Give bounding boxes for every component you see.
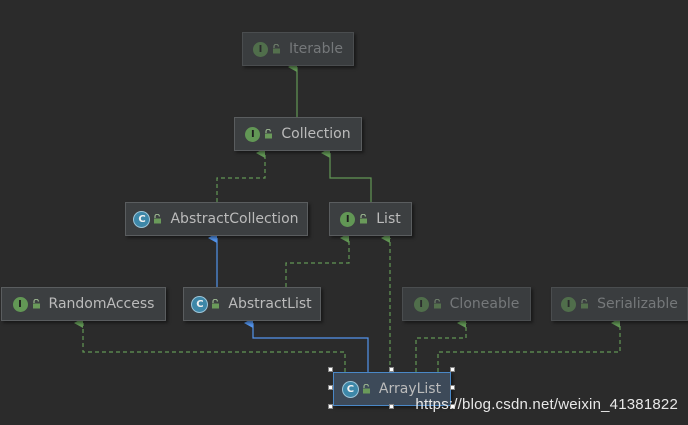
lock-open-icon (581, 299, 589, 309)
edge-abstractcollection-collection (216, 148, 266, 202)
node-label: Cloneable (449, 296, 520, 312)
lock-open-icon (32, 299, 40, 309)
interface-icon: I (12, 296, 28, 312)
edge-list-collection (321, 148, 372, 202)
class-icon: C (342, 381, 358, 397)
node-collection[interactable]: I Collection (234, 117, 362, 151)
lock-open-icon (273, 44, 281, 54)
node-abstract-list[interactable]: C AbstractList (183, 287, 321, 321)
node-random-access[interactable]: I RandomAccess (1, 287, 166, 321)
lock-open-icon (362, 384, 370, 394)
interface-icon: I (340, 211, 356, 227)
node-serializable[interactable]: I Serializable (551, 287, 688, 321)
resize-handle[interactable] (450, 385, 455, 390)
lock-open-icon (212, 299, 220, 309)
class-icon: C (134, 211, 150, 227)
interface-icon: I (253, 41, 269, 57)
interface-icon: I (561, 296, 577, 312)
edge-arraylist-cloneable (415, 318, 467, 372)
interface-icon: I (413, 296, 429, 312)
node-label: Serializable (597, 296, 678, 312)
resize-handle[interactable] (328, 385, 333, 390)
class-icon: C (192, 296, 208, 312)
node-cloneable[interactable]: I Cloneable (402, 287, 531, 321)
edge-arraylist-randomaccess (74, 318, 346, 372)
lock-open-icon (433, 299, 441, 309)
resize-handle[interactable] (450, 404, 455, 409)
resize-handle[interactable] (328, 404, 333, 409)
node-iterable[interactable]: I Iterable (242, 32, 354, 66)
lock-open-icon (360, 214, 368, 224)
node-abstract-collection[interactable]: C AbstractCollection (125, 202, 308, 236)
edge-arraylist-serializable (437, 318, 621, 372)
interface-icon: I (245, 126, 261, 142)
resize-handle[interactable] (389, 404, 394, 409)
node-label: Collection (281, 126, 351, 142)
edge-abstractlist-list (285, 233, 350, 287)
watermark-url: https://blog.csdn.net/weixin_41381822 (415, 396, 678, 413)
edge-arraylist-abstractlist (244, 318, 369, 372)
lock-open-icon (265, 129, 273, 139)
node-label: AbstractList (228, 296, 312, 312)
resize-handle[interactable] (328, 367, 333, 372)
node-label: AbstractCollection (170, 211, 299, 227)
resize-handle[interactable] (450, 367, 455, 372)
node-label: List (376, 211, 401, 227)
node-list[interactable]: I List (329, 202, 412, 236)
node-label: RandomAccess (48, 296, 155, 312)
resize-handle[interactable] (389, 367, 394, 372)
node-label: Iterable (289, 41, 343, 57)
lock-open-icon (154, 214, 162, 224)
node-label: ArrayList (378, 381, 442, 397)
